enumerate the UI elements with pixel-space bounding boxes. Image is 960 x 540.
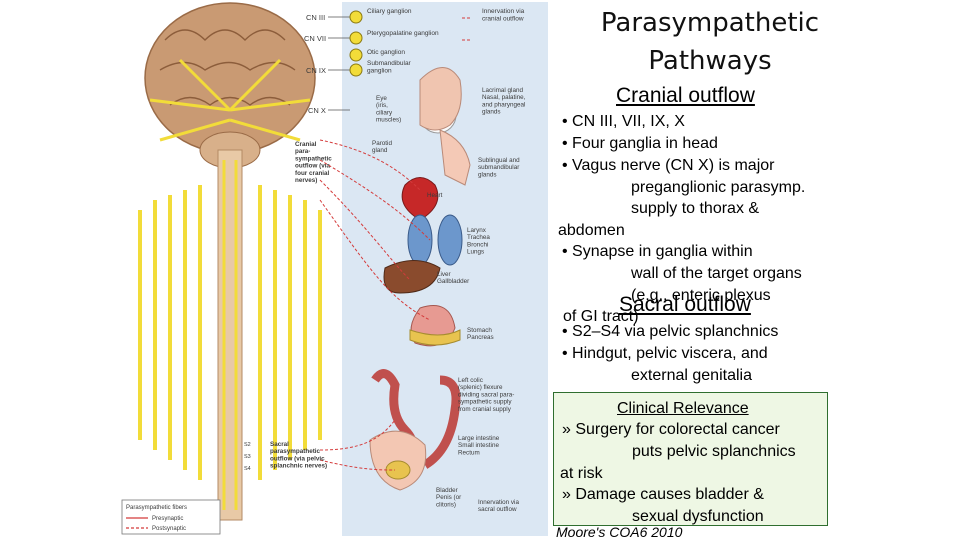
brain-illustration: [144, 2, 316, 169]
spinal-cord: [138, 149, 322, 521]
nerve-label-lines: [328, 16, 350, 111]
ganglia-markers: [349, 10, 363, 77]
nerve-label: CN III: [306, 13, 325, 22]
fiber-legend: Parasympathetic fibers Presynaptic Posts…: [121, 499, 221, 535]
page-title: Parasympathetic Pathways: [560, 4, 860, 80]
organs: [369, 67, 471, 491]
ganglion-label: Pterygopalatine ganglion: [367, 30, 439, 37]
title-line: Parasympathetic: [600, 8, 820, 38]
parasympathetic-figure: CN III CN VII CN IX CN X Ciliary ganglio…: [120, 0, 548, 538]
bullet-line: abdomen: [558, 222, 625, 239]
title-line: Pathways: [648, 46, 772, 76]
bullet-line: • Hindgut, pelvic viscera, and: [562, 345, 768, 362]
legend-title: Parasympathetic fibers: [126, 505, 187, 511]
legend-item: Presynaptic: [152, 516, 183, 522]
bullet-line: (e.g., enteric plexus: [631, 287, 771, 304]
ganglion-label: Otic ganglion: [367, 49, 405, 56]
clinical-line: » Surgery for colorectal cancer: [562, 421, 780, 438]
bullet-line: wall of the target organs: [631, 265, 802, 282]
clinical-line: » Damage causes bladder &: [562, 486, 764, 503]
postsynaptic-fibers: [319, 17, 470, 471]
nerve-label: CN VII: [304, 34, 326, 43]
cranial-heading: Cranial outflow: [616, 84, 755, 107]
spinal-label: S3: [244, 454, 251, 460]
clinical-relevance-box: Clinical Relevance » Surgery for colorec…: [553, 392, 828, 526]
nerve-label: CN IX: [306, 66, 326, 75]
bullet-line: preganglionic parasymp.: [631, 179, 806, 196]
clinical-heading: Clinical Relevance: [617, 400, 749, 417]
bullet-line: • CN III, VII, IX, X: [562, 113, 685, 130]
bullet-line: • Vagus nerve (CN X) is major: [562, 157, 775, 174]
bullet-line: • Synapse in ganglia within: [562, 243, 753, 260]
spinal-label: S2: [244, 442, 251, 448]
sacral-heading: Sacral outflow: [619, 293, 751, 316]
bullet-line: supply to thorax &: [631, 200, 760, 217]
bullet-line: of GI tract): [563, 308, 639, 325]
clinical-line: sexual dysfunction: [632, 508, 764, 525]
clinical-line: puts pelvic splanchnics: [632, 443, 796, 460]
organ-label: Heart: [427, 192, 443, 199]
cranial-nerves: [149, 58, 311, 142]
clinical-line: at risk: [560, 465, 603, 482]
ganglion-label: Ciliary ganglion: [367, 8, 412, 15]
bullet-line: external genitalia: [631, 367, 752, 384]
bullet-line: • Four ganglia in head: [562, 135, 718, 152]
figure-credit: Moore's COA6 2010: [556, 524, 683, 540]
spinal-label: S4: [244, 466, 251, 472]
bullet-line: • S2–S4 via pelvic splanchnics: [562, 323, 779, 340]
legend-item: Postsynaptic: [152, 526, 186, 532]
nerve-label: CN X: [308, 106, 326, 115]
